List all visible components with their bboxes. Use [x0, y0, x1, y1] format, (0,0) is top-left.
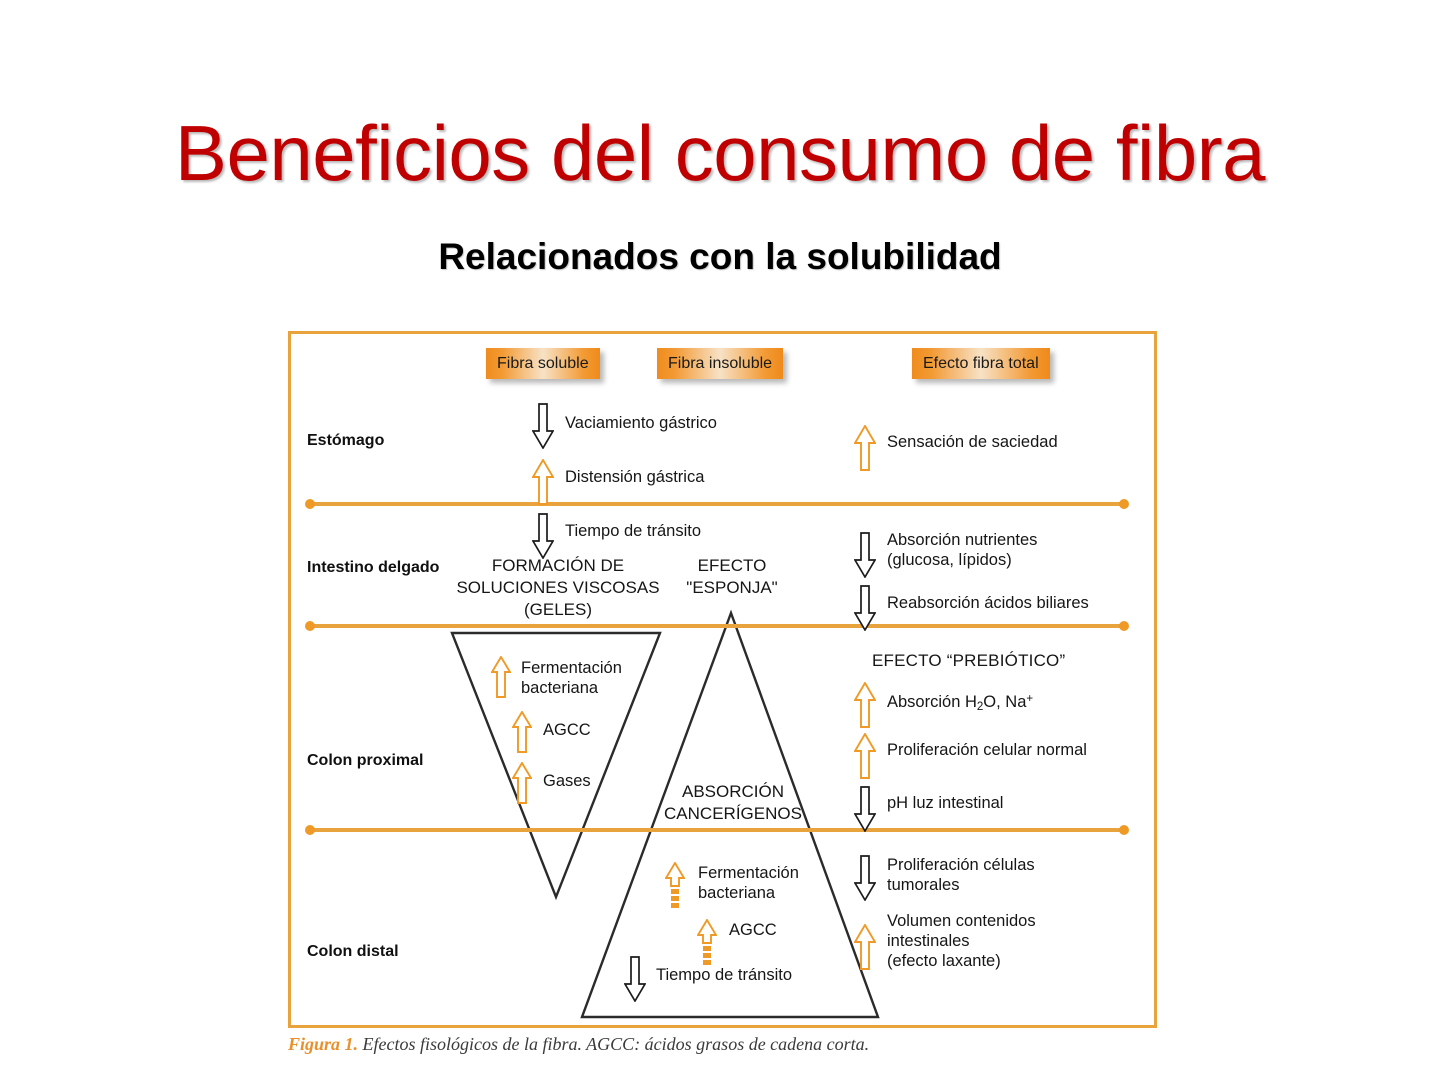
region-label-intestino-delgado: Intestino delgado — [307, 559, 440, 576]
item-proliferacion-celulas-tumorales: Proliferación células tumorales — [887, 856, 1035, 894]
arrow-down-black-icon — [532, 513, 554, 559]
item-agcc-proximal: AGCC — [543, 721, 591, 739]
arrow-up-orange-icon — [854, 924, 876, 970]
item-proliferacion-celular-normal: Proliferación celular normal — [887, 741, 1087, 759]
region-label-estomago: Estómago — [307, 432, 385, 449]
item-tiempo-de-transito-distal: Tiempo de tránsito — [656, 966, 793, 984]
arrow-up-orange-icon — [532, 459, 554, 505]
arrow-up-orange-icon — [854, 682, 876, 728]
item-absorcion-h2o-na: Absorción H2O, Na+ — [887, 693, 1034, 714]
arrow-up-orange-icon — [512, 762, 532, 804]
column-header-fibra-soluble: Fibra soluble — [486, 348, 600, 379]
figure-caption: Figura 1. Efectos fisológicos de la fibr… — [288, 1034, 869, 1055]
column-header-efecto-fibra-total: Efecto fibra total — [912, 348, 1050, 379]
arrow-up-orange-dashed-icon — [665, 862, 685, 908]
item-gases: Gases — [543, 772, 591, 790]
page-subtitle: Relacionados con la solubilidad — [438, 236, 1002, 277]
divider-estomago-intestino — [305, 499, 1129, 509]
item-reabsorcion-acidos-biliares: Reabsorción ácidos biliares — [887, 594, 1089, 612]
insoluble-center-text: EFECTO "ESPONJA" — [686, 556, 778, 597]
item-sensacion-de-saciedad: Sensación de saciedad — [887, 433, 1058, 451]
arrow-up-orange-icon — [491, 656, 511, 698]
item-ph-luz-intestinal: pH luz intestinal — [887, 794, 1004, 812]
item-distension-gastrica: Distensión gástrica — [565, 468, 705, 486]
divider-intestino-colon-proximal — [305, 621, 1129, 631]
arrow-up-orange-icon — [512, 711, 532, 753]
caption-lead: Figura 1. — [288, 1034, 359, 1054]
column-header-fibra-insoluble: Fibra insoluble — [657, 348, 784, 379]
arrow-up-orange-icon — [854, 733, 876, 779]
insoluble-absorcion-cancerigenos: ABSORCIÓN CANCERÍGENOS — [664, 782, 802, 823]
arrow-up-orange-icon — [854, 425, 876, 471]
arrow-down-black-icon — [854, 532, 876, 578]
arrow-up-orange-dashed-icon — [697, 919, 717, 965]
item-volumen-contenidos-intestinales: Volumen contenidos intestinales (efecto … — [887, 912, 1036, 970]
item-absorcion-nutrientes: Absorción nutrientes (glucosa, lípidos) — [887, 531, 1038, 569]
item-efecto-prebiotico: EFECTO “PREBIÓTICO” — [872, 651, 1066, 670]
region-label-colon-proximal: Colon proximal — [307, 752, 424, 769]
item-tiempo-de-transito-delgado: Tiempo de tránsito — [565, 522, 702, 540]
divider-colon-proximal-distal — [305, 825, 1129, 835]
figure-container: Fibra soluble Fibra insoluble Efecto fib… — [288, 331, 1157, 1028]
arrow-down-black-icon — [624, 956, 646, 1002]
item-fermentacion-bacteriana-distal: Fermentación bacteriana — [698, 864, 799, 902]
caption-text: Efectos fisológicos de la fibra. AGCC: á… — [358, 1034, 870, 1054]
arrow-down-black-icon — [854, 855, 876, 901]
item-fermentacion-bacteriana-proximal: Fermentación bacteriana — [521, 659, 622, 697]
arrow-down-black-icon — [532, 403, 554, 449]
arrow-down-black-icon — [854, 585, 876, 631]
page-title: Beneficios del consumo de fibra — [174, 109, 1266, 197]
item-agcc-distal: AGCC — [729, 921, 777, 939]
arrow-down-black-icon — [854, 786, 876, 832]
figure-content: Fibra soluble Fibra insoluble Efecto fib… — [288, 331, 1157, 1028]
soluble-center-text: FORMACIÓN DE SOLUCIONES VISCOSAS (GELES) — [456, 556, 660, 619]
region-label-colon-distal: Colon distal — [307, 943, 399, 960]
item-vaciamiento-gastrico: Vaciamiento gástrico — [565, 414, 717, 432]
